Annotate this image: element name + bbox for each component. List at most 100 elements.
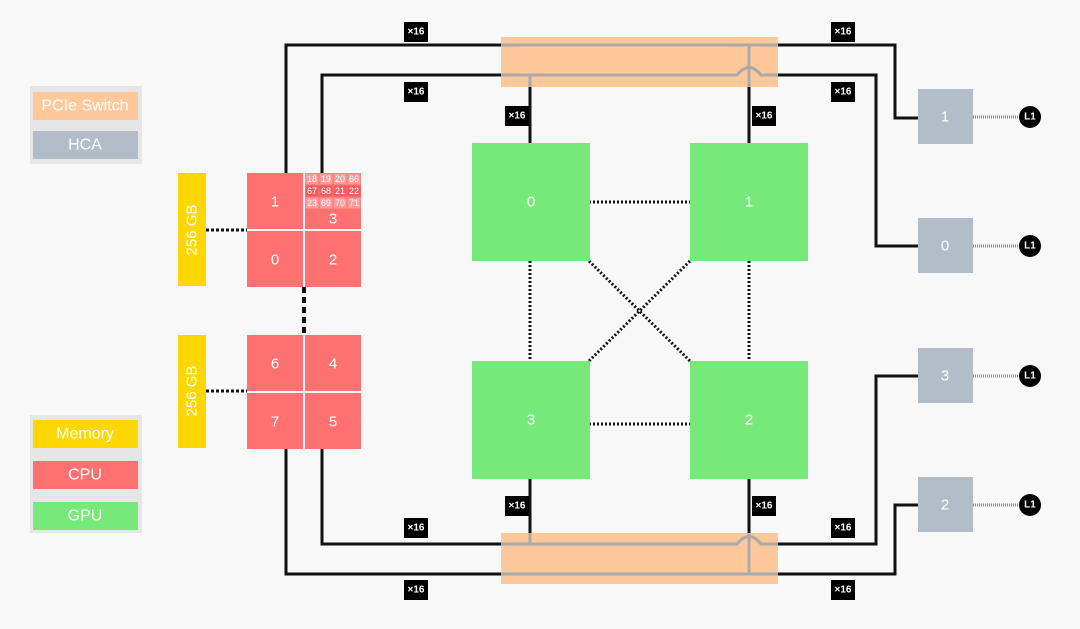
l1-switch-icon — [1019, 106, 1041, 128]
cpu-core — [305, 173, 319, 185]
cpu-core — [305, 185, 319, 197]
gpu — [690, 143, 808, 261]
link-width-text: ×16 — [835, 87, 852, 98]
cpu-node-label: 4 — [329, 356, 337, 373]
cpu-core-label: 67 — [307, 186, 317, 196]
cpu-core — [347, 197, 361, 209]
cpu-core — [319, 197, 333, 209]
link-width-badge — [404, 22, 428, 42]
cpu-node-label: 3 — [329, 211, 337, 228]
link-width-text: ×16 — [408, 585, 425, 596]
link-width-text: ×16 — [756, 501, 773, 512]
link-width-labels: ×16 ×16 ×16 ×16 ×16 ×16 ×16 ×16 ×16 ×16 ×16 ×16 — [404, 22, 855, 600]
hca — [918, 477, 973, 532]
legend-pcie-switch-swatch — [33, 92, 138, 120]
gpu-label: 1 — [745, 194, 753, 211]
cpu-core-label: 23 — [307, 198, 317, 208]
memory-bottom: 256 GB — [178, 335, 206, 448]
link-width-text: ×16 — [835, 523, 852, 534]
cpu-numa-node — [247, 335, 303, 391]
cpu-core — [319, 185, 333, 197]
cpu-node-label: 1 — [271, 194, 279, 211]
memory-links — [206, 228, 306, 393]
link-width-text: ×16 — [835, 27, 852, 38]
link-width-badge — [831, 518, 855, 538]
cpu-core-label: 21 — [335, 186, 345, 196]
cpu-numa-node — [247, 231, 303, 287]
cpu-node-label: 2 — [329, 252, 337, 269]
legend-memory-label: Memory — [56, 426, 114, 443]
legend-top: PCIe Switch HCA — [30, 86, 142, 164]
cpu-core-label: 22 — [349, 186, 359, 196]
cpu-node-label: 0 — [271, 252, 279, 269]
l1-label: L1 — [1024, 241, 1036, 252]
hca-label: 3 — [941, 368, 949, 385]
cpu-node-label: 7 — [271, 414, 279, 431]
link-width-text: ×16 — [835, 585, 852, 596]
gpu — [690, 361, 808, 479]
link-width-text: ×16 — [408, 27, 425, 38]
cpu-core — [333, 185, 347, 197]
link-width-badge — [404, 82, 428, 102]
link-width-badge — [505, 106, 529, 126]
link-width-text: ×16 — [509, 501, 526, 512]
legend-gpu-swatch — [33, 502, 138, 530]
cpu-numa-node — [305, 393, 361, 449]
hca-label: 2 — [941, 497, 949, 514]
link-width-badge — [505, 496, 529, 516]
legend-cpu-label: CPU — [68, 467, 102, 484]
cpu-core — [333, 197, 347, 209]
hca — [918, 89, 973, 144]
legend-memory-swatch — [33, 420, 138, 448]
pcie-switch-bottom — [501, 533, 778, 584]
cpu-core-label: 18 — [307, 174, 317, 184]
gpu — [472, 143, 590, 261]
switch-internal-paths — [501, 43, 778, 576]
l1-switch-icon — [1019, 365, 1041, 387]
gpu-label: 2 — [745, 412, 753, 429]
gpu — [472, 361, 590, 479]
cpu-core — [305, 197, 319, 209]
hca — [918, 348, 973, 403]
legend-hca-swatch — [33, 131, 138, 159]
link-width-text: ×16 — [408, 523, 425, 534]
l1-switch-icon — [1019, 494, 1041, 516]
cpu-core-label: 71 — [349, 198, 359, 208]
memory-label: 256 GB — [184, 205, 201, 256]
nvlink-links — [528, 200, 751, 426]
cpu-numa-node — [247, 393, 303, 449]
link-width-badge — [404, 518, 428, 538]
pcie-links — [284, 43, 918, 576]
hca-label: 0 — [941, 238, 949, 255]
hca — [918, 218, 973, 273]
link-width-text: ×16 — [408, 87, 425, 98]
l1-label: L1 — [1024, 112, 1036, 123]
cpu-core-label: 69 — [321, 198, 331, 208]
link-width-text: ×16 — [756, 111, 773, 122]
cpu-core-label: 68 — [321, 186, 331, 196]
memory-top: 256 GB — [178, 173, 206, 286]
cpu-core-label: 66 — [349, 174, 359, 184]
l1-switch-icon — [1019, 235, 1041, 257]
cpu-core-label: 20 — [335, 174, 345, 184]
link-width-badge — [404, 580, 428, 600]
link-width-text: ×16 — [509, 111, 526, 122]
link-width-badge — [752, 496, 776, 516]
cpu-node-label: 5 — [329, 414, 337, 431]
cpu-core-label: 19 — [321, 174, 331, 184]
legend-hca-label: HCA — [68, 137, 102, 154]
memory-label: 256 GB — [184, 366, 201, 417]
link-width-badge — [831, 82, 855, 102]
link-width-badge — [752, 106, 776, 126]
legend-cpu-swatch — [33, 461, 138, 489]
link-width-badge — [831, 580, 855, 600]
legend-pcie-switch-label: PCIe Switch — [41, 98, 128, 115]
cpu-core-label: 70 — [335, 198, 345, 208]
cpu-numa-node — [305, 335, 361, 391]
cpu-core — [347, 185, 361, 197]
link-width-badge — [831, 22, 855, 42]
